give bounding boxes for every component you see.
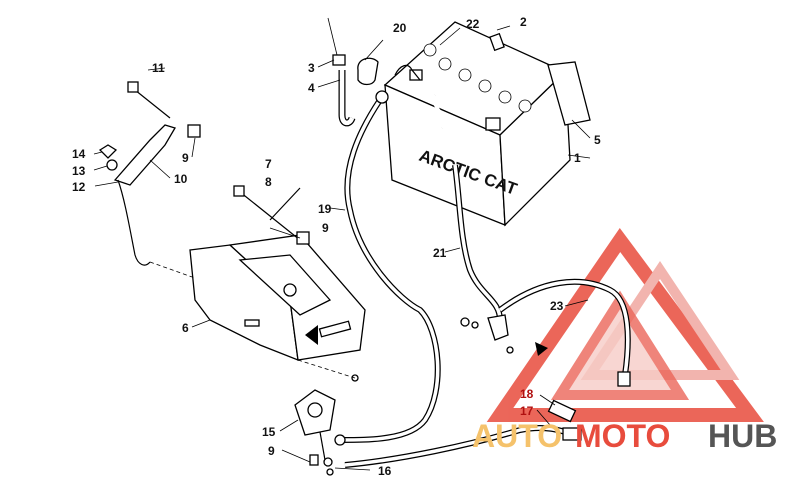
bracket-10 — [113, 81, 201, 186]
hold-down-rod — [117, 179, 151, 266]
stud-8 — [269, 187, 301, 221]
starter-solenoid — [294, 374, 359, 476]
terminal-cap — [357, 57, 379, 86]
callout-12: 12 — [72, 180, 86, 194]
battery: ARCTIC CAT — [383, 21, 571, 227]
callout-9-lower: 9 — [268, 444, 275, 458]
callout-19: 19 — [318, 202, 332, 216]
terminal-bolt — [489, 25, 511, 52]
bolt-7 — [233, 185, 301, 241]
callout-9-mid: 9 — [322, 221, 329, 235]
callout-14: 14 — [72, 147, 86, 161]
callout-4: 4 — [308, 81, 315, 95]
callout-2: 2 — [520, 15, 527, 29]
callout-18: 18 — [520, 387, 534, 401]
callout-9-upper: 9 — [182, 151, 189, 165]
callout-10: 10 — [174, 172, 188, 186]
callout-1: 1 — [574, 151, 581, 165]
watermark-auto: AUTO — [472, 418, 562, 454]
watermark-moto: MOTO — [575, 418, 670, 454]
callout-13: 13 — [72, 164, 86, 178]
callout-17: 17 — [520, 404, 534, 418]
battery-pad — [547, 61, 591, 126]
leader-lines — [93, 17, 591, 471]
callout-labels: 1 2 3 4 5 6 7 8 9 9 9 10 11 12 13 14 15 … — [72, 15, 601, 478]
callout-7: 7 — [265, 157, 272, 171]
nut-9-mid — [296, 231, 310, 245]
callout-21: 21 — [433, 246, 447, 260]
wing-nut — [98, 144, 118, 171]
callout-20: 20 — [393, 21, 407, 35]
watermark-text: AUTO MOTO HUB — [472, 418, 777, 454]
callout-22: 22 — [466, 17, 480, 31]
battery-holder — [189, 234, 366, 362]
callout-3: 3 — [308, 61, 315, 75]
vent-tube — [332, 54, 356, 127]
boot-18 — [547, 399, 577, 423]
callout-8: 8 — [265, 175, 272, 189]
callout-6: 6 — [182, 321, 189, 335]
callout-11: 11 — [152, 61, 165, 75]
watermark-hub: HUB — [708, 418, 777, 454]
callout-23: 23 — [550, 299, 564, 313]
callout-16: 16 — [378, 464, 392, 478]
callout-15: 15 — [262, 425, 276, 439]
callout-5: 5 — [594, 133, 601, 147]
